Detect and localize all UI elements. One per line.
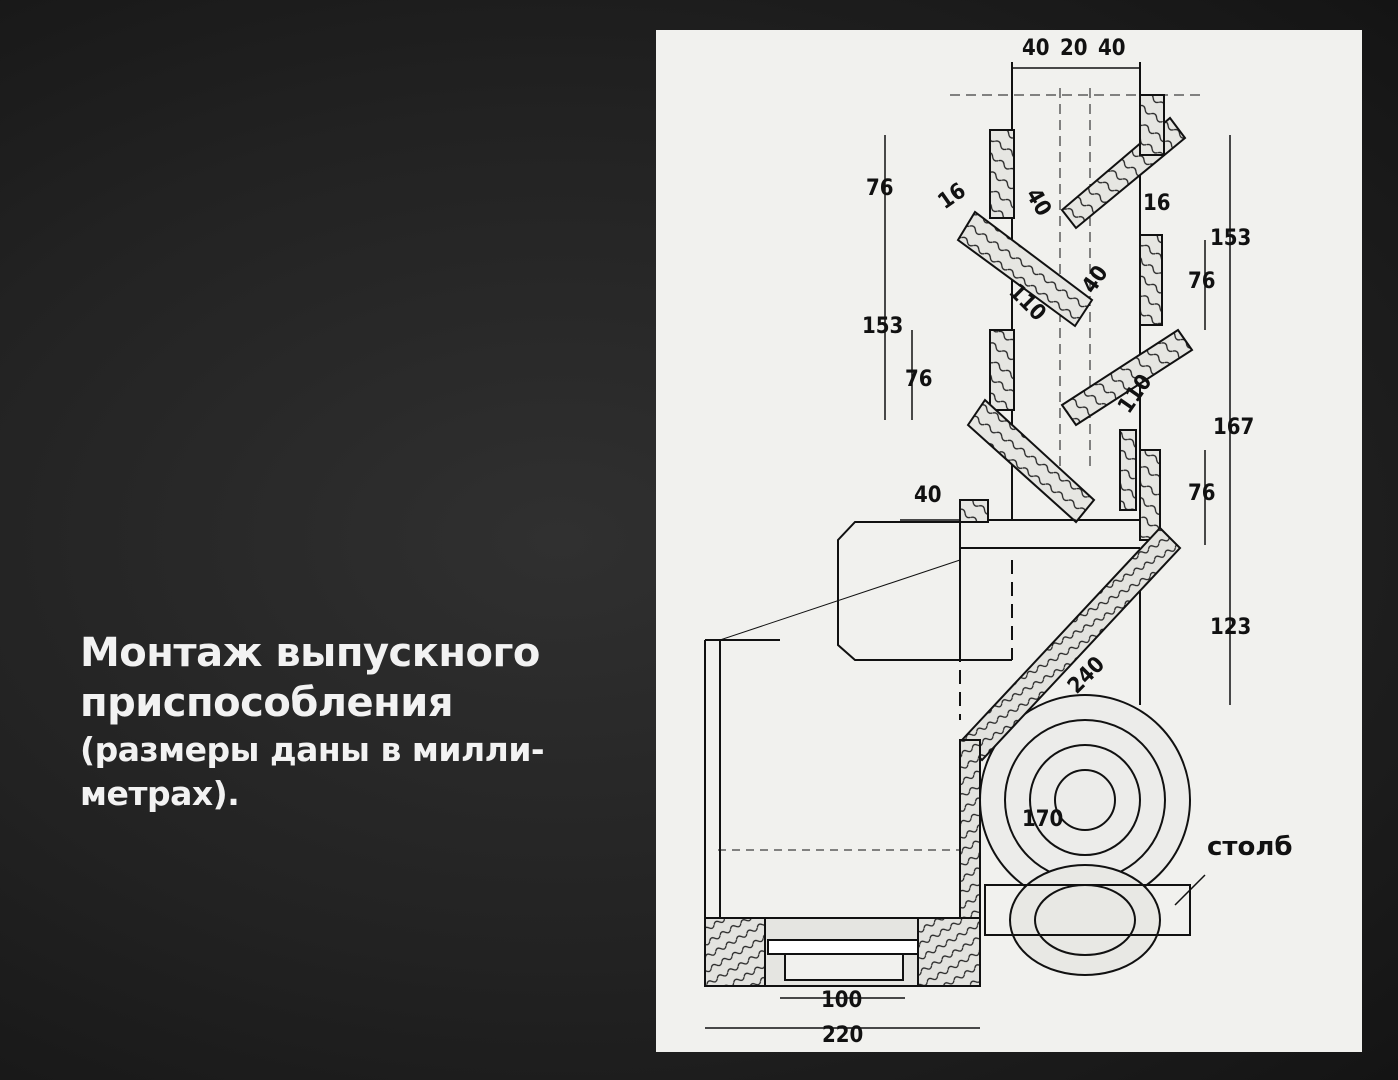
dim-hopper-ledge: 40 [914, 483, 942, 508]
dim-left-diag-depth: 40 [1020, 184, 1055, 220]
dim-left-total: 153 [862, 314, 903, 339]
wooden-boards [704, 94, 1194, 987]
caption-line-3: (размеры даны в милли- [80, 730, 545, 769]
dim-top-center: 20 [1060, 36, 1088, 61]
dim-right-total-middle: 167 [1213, 415, 1254, 440]
dim-right-spacing-lower: 76 [1188, 481, 1216, 506]
dimension-labels: 40 20 40 76 16 40 16 40 153 76 153 76 11… [821, 36, 1293, 1048]
dim-right-spacing-upper: 76 [1188, 269, 1216, 294]
dim-right-total-lower: 123 [1210, 615, 1251, 640]
dim-left-spacing-lower: 76 [905, 367, 933, 392]
dim-post-diameter: 170 [1022, 807, 1063, 832]
dim-top-right-gap: 40 [1098, 36, 1126, 61]
caption-line-2: приспособления [80, 680, 454, 726]
dim-top-left-gap: 40 [1022, 36, 1050, 61]
dim-slot-width: 100 [821, 988, 862, 1013]
dim-base-width: 220 [822, 1023, 863, 1048]
dim-right-thickness: 16 [1143, 191, 1171, 216]
caption-line-4: метрах). [80, 774, 240, 813]
dim-right-total-upper: 153 [1210, 226, 1251, 251]
label-post: столб [1207, 832, 1293, 862]
slide-caption: Монтаж выпускного приспособления (размер… [80, 628, 640, 816]
caption-line-1: Монтаж выпускного [80, 630, 540, 676]
dim-left-thickness-upper: 16 [934, 178, 971, 214]
dimension-lines [705, 67, 1231, 1029]
dim-left-spacing-upper: 76 [866, 176, 894, 201]
